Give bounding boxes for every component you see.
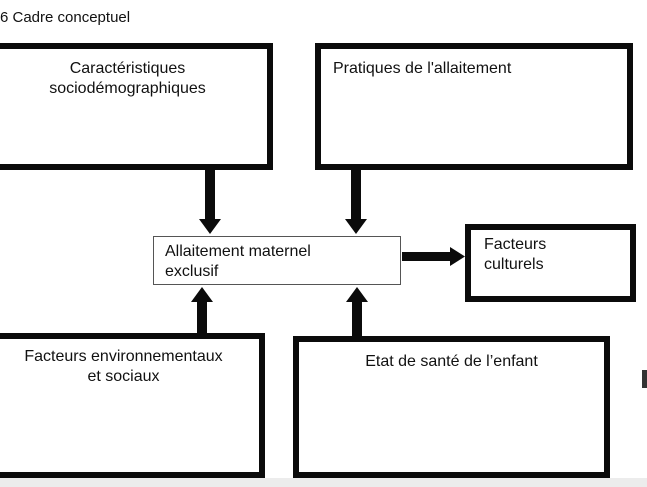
node-label-line-2: culturels — [484, 256, 544, 273]
node-exclusive-breastfeeding: Allaitement maternel exclusif — [153, 236, 401, 285]
node-label-line-1: Facteurs — [484, 236, 547, 253]
node-label-line-2: exclusif — [165, 263, 219, 280]
node-label: Pratiques de l'allaitement — [333, 60, 512, 77]
node-label-line-2: sociodémographiques — [49, 80, 206, 97]
node-label: Etat de santé de l’enfant — [365, 353, 538, 370]
node-sociodemographic-characteristics: Caractéristiques sociodémographiques — [0, 43, 273, 170]
node-label-line-2: et sociaux — [87, 368, 160, 385]
node-breastfeeding-practices: Pratiques de l'allaitement — [315, 43, 633, 170]
node-cultural-factors: Facteurs culturels — [465, 224, 636, 302]
node-label-line-1: Caractéristiques — [69, 60, 186, 77]
arrow-practices-to-central — [345, 170, 367, 234]
figure-heading: 6 Cadre conceptuel — [0, 9, 131, 26]
bottom-band — [0, 478, 647, 487]
arrow-sociodemographic-to-central — [199, 170, 221, 234]
arrow-environmental-to-central — [191, 287, 213, 333]
arrow-central-to-cultural — [402, 247, 465, 266]
node-child-health-status: Etat de santé de l’enfant — [293, 336, 610, 478]
node-label-line-1: Allaitement maternel — [165, 243, 311, 260]
page-edge-mark — [642, 370, 647, 388]
arrow-health-to-central — [346, 287, 368, 336]
node-label-line-1: Facteurs environnementaux — [24, 348, 223, 365]
node-environmental-social-factors: Facteurs environnementaux et sociaux — [0, 333, 265, 478]
